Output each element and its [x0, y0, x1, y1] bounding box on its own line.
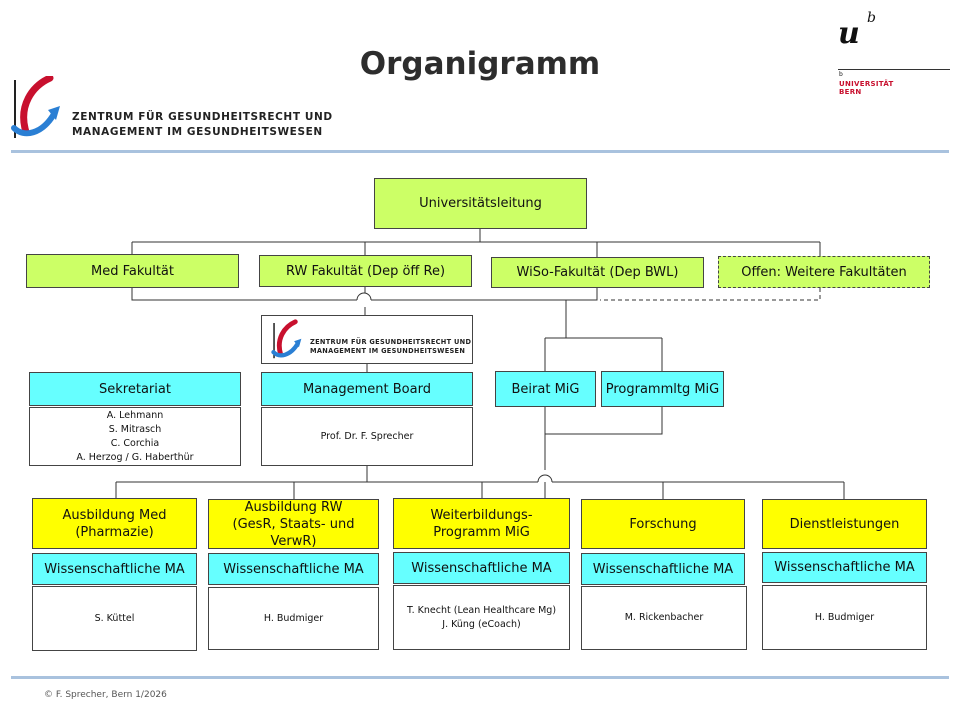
box-university-leadership: Universitätsleitung	[374, 178, 587, 229]
secretariat-member: A. Herzog / G. Haberthür	[76, 451, 194, 463]
university-name-line1: UNIVERSITÄT	[839, 80, 894, 88]
university-logo-b: b	[867, 10, 876, 26]
university-logo-rule	[838, 69, 950, 70]
box-unit-research: Forschung	[581, 499, 745, 549]
unit-label-line1: Forschung	[629, 516, 697, 532]
box-unit-continuing-education: Weiterbildungs- Programm MiG	[393, 498, 570, 549]
page-title: Organigramm	[359, 46, 601, 82]
box-management-board-members: Prof. Dr. F. Sprecher	[261, 407, 473, 466]
unit-label-line1: Dienstleistungen	[789, 516, 900, 532]
box-program-lead: Programmltg MiG	[601, 371, 724, 407]
center-box-line2: MANAGEMENT IM GESUNDHEITSWESEN	[310, 347, 466, 355]
center-logo: ZENTRUM FÜR GESUNDHEITSRECHT UND MANAGEM…	[10, 76, 332, 140]
unit-person: H. Budmiger	[263, 612, 324, 624]
box-faculty-med: Med Fakultät	[26, 254, 239, 288]
box-unit-staff: Wissenschaftliche MA	[581, 553, 745, 585]
box-secretariat: Sekretariat	[29, 372, 241, 406]
box-unit-people: H. Budmiger	[208, 587, 379, 650]
unit-label-line2: (Pharmazie)	[75, 524, 154, 540]
university-name-line2: BERN	[839, 88, 862, 96]
center-box-logo-icon	[271, 319, 302, 359]
center-name-line2: MANAGEMENT IM GESUNDHEITSWESEN	[72, 126, 323, 138]
secretariat-member: C. Corchia	[110, 437, 160, 449]
unit-person: S. Küttel	[94, 612, 135, 624]
box-faculty-rw: RW Fakultät (Dep öff Re)	[259, 255, 472, 287]
university-logo-small-b: b	[839, 71, 843, 78]
center-logo-icon	[11, 76, 60, 138]
box-unit-people: H. Budmiger	[762, 585, 927, 650]
box-unit-staff: Wissenschaftliche MA	[762, 552, 927, 583]
unit-person: J. Küng (eCoach)	[442, 618, 521, 630]
box-unit-people: S. Küttel	[32, 586, 197, 651]
header-divider	[11, 150, 949, 153]
box-unit-staff: Wissenschaftliche MA	[393, 552, 570, 584]
box-unit-people: T. Knecht (Lean Healthcare Mg) J. Küng (…	[393, 585, 570, 650]
center-name-line1: ZENTRUM FÜR GESUNDHEITSRECHT UND	[72, 111, 333, 123]
unit-label-line2: Programm MiG	[433, 524, 530, 540]
box-advisory-board: Beirat MiG	[495, 371, 596, 407]
unit-label-line1: Ausbildung Med	[62, 507, 167, 523]
unit-person: M. Rickenbacher	[624, 612, 704, 623]
box-unit-training-rw: Ausbildung RW (GesR, Staats- und VerwR)	[208, 499, 379, 549]
box-unit-services: Dienstleistungen	[762, 499, 927, 549]
unit-person: T. Knecht (Lean Healthcare Mg)	[406, 604, 557, 616]
box-faculty-open: Offen: Weitere Fakultäten	[718, 256, 930, 288]
board-member: Prof. Dr. F. Sprecher	[320, 430, 414, 442]
center-box-line1: ZENTRUM FÜR GESUNDHEITSRECHT UND	[310, 338, 472, 346]
unit-person: H. Budmiger	[814, 611, 875, 623]
box-secretariat-members: A. Lehmann S. Mitrasch C. Corchia A. Her…	[29, 407, 241, 466]
university-logo-u: u	[838, 16, 860, 51]
unit-label-line2: (GesR, Staats- und VerwR)	[232, 516, 355, 549]
box-unit-people: M. Rickenbacher	[581, 586, 747, 650]
box-faculty-wiso: WiSo-Fakultät (Dep BWL)	[491, 257, 704, 288]
university-logo: u b b UNIVERSITÄT BERN	[838, 8, 952, 98]
footer-divider	[11, 676, 949, 679]
box-unit-training-med: Ausbildung Med (Pharmazie)	[32, 498, 197, 549]
footer-copyright: © F. Sprecher, Bern 1/2026	[44, 690, 167, 700]
unit-label-line1: Weiterbildungs-	[430, 507, 533, 523]
box-management-board: Management Board	[261, 372, 473, 406]
unit-label-line1: Ausbildung RW	[244, 499, 343, 515]
secretariat-member: A. Lehmann	[106, 409, 164, 421]
box-unit-staff: Wissenschaftliche MA	[32, 553, 197, 585]
secretariat-member: S. Mitrasch	[108, 423, 162, 435]
box-unit-staff: Wissenschaftliche MA	[208, 553, 379, 585]
box-center: ZENTRUM FÜR GESUNDHEITSRECHT UND MANAGEM…	[261, 315, 473, 364]
